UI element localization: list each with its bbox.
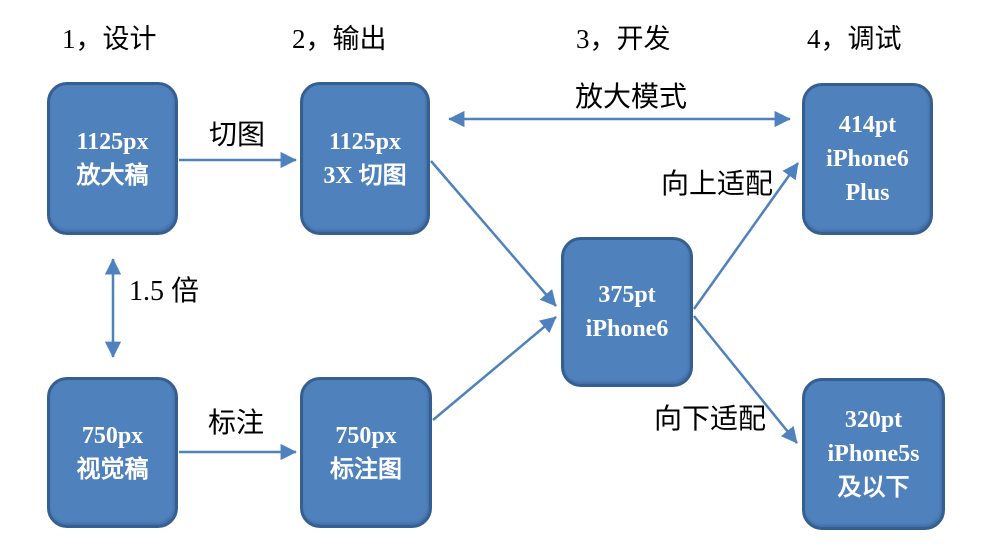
node-3x-slices: 1125px 3X 切图 <box>300 82 430 235</box>
node-annotation-image: 750px 标注图 <box>300 377 432 528</box>
node-visual-draft: 750px 视觉稿 <box>47 377 178 528</box>
step-header-develop: 3，开发 <box>576 24 671 54</box>
node-line: 750px <box>335 422 397 449</box>
node-line: 1125px <box>76 128 149 155</box>
edge-label-adapt-up: 向上适配 <box>660 169 774 200</box>
node-line: Plus <box>845 180 890 206</box>
node-line: 320pt <box>844 407 903 433</box>
node-iphone6: 375pt iPhone6 <box>561 237 693 387</box>
node-line: 1125px <box>328 128 402 155</box>
edge-label-slice: 切图 <box>208 120 266 151</box>
edge-label-zoom-mode: 放大模式 <box>574 82 688 113</box>
arrow-adapt-down <box>693 315 798 444</box>
node-line: 标注图 <box>330 456 402 483</box>
node-line: iPhone5s <box>827 441 920 467</box>
arrow-adapt-up <box>692 162 800 310</box>
node-line: 750px <box>81 422 144 449</box>
node-line: iPhone6 <box>826 146 909 172</box>
node-line: 放大稿 <box>76 162 149 189</box>
step-header-output: 2，输出 <box>292 24 387 54</box>
step-header-design: 1，设计 <box>62 24 157 54</box>
node-line: 414pt <box>838 112 897 138</box>
arrow-slices-to-iphone6 <box>430 160 557 307</box>
node-enlarged-draft: 1125px 放大稿 <box>47 82 178 235</box>
edge-label-scale-factor: 1.5 倍 <box>128 276 200 307</box>
node-line: iPhone6 <box>585 316 669 342</box>
step-header-debug: 4，调试 <box>807 24 902 54</box>
node-iphone5s-and-below: 320pt iPhone5s 及以下 <box>802 378 945 530</box>
node-iphone6-plus: 414pt iPhone6 Plus <box>802 83 933 235</box>
arrow-annotation-to-iphone6 <box>432 316 557 421</box>
node-line: 3X 切图 <box>323 162 407 189</box>
node-line: 375pt <box>598 282 656 308</box>
edge-label-annotate: 标注 <box>207 408 265 439</box>
node-line: 视觉稿 <box>76 456 149 483</box>
node-line: 及以下 <box>837 475 910 501</box>
edge-label-adapt-down: 向下适配 <box>653 404 767 435</box>
